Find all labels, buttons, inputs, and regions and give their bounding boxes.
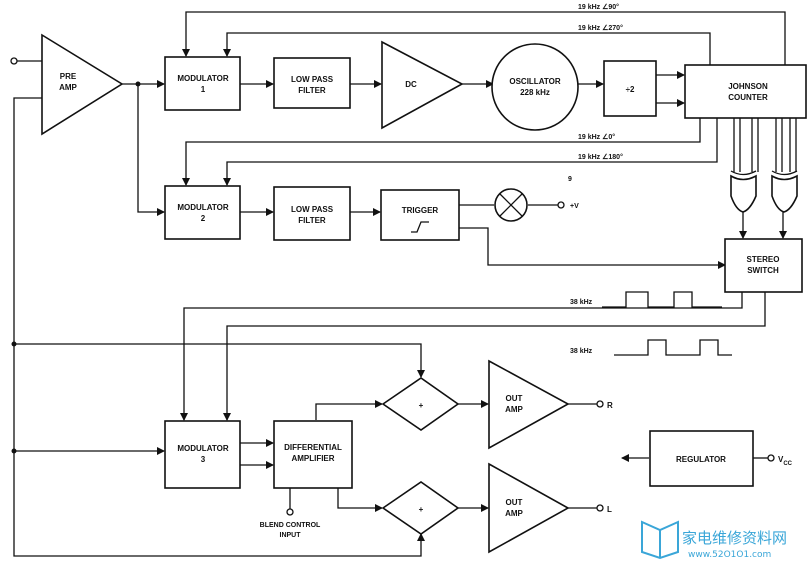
modulator-3-label-1: MODULATOR [177, 444, 228, 453]
summer-l-label: + [419, 505, 424, 514]
stereo-switch-block [724, 238, 803, 293]
watermark-url: www.52O1O1.com [688, 550, 771, 560]
blend-label-2: INPUT [280, 532, 302, 539]
johnson-counter-block [684, 64, 807, 119]
modulator-3-label-2: 3 [201, 455, 206, 464]
modulator-1-block [164, 56, 241, 111]
watermark [641, 520, 679, 560]
lpf-1-label-2: FILTER [298, 86, 326, 95]
low-pass-filter-2-block [273, 186, 351, 241]
oscillator-label-2: 228 kHz [520, 88, 550, 97]
preamp-triangle [41, 33, 124, 136]
diff-amp-label-1: DIFFERENTIAL [284, 443, 342, 452]
regulator-block [649, 430, 754, 487]
trigger-block [380, 189, 460, 241]
divider-label: ÷2 [626, 85, 635, 94]
modulator-1-label-1: MODULATOR [177, 74, 228, 83]
dc-amp-triangle [381, 40, 464, 130]
freq-19khz-90-label: 19 kHz ∠90° [578, 3, 619, 11]
preamp-label-1: PRE [60, 72, 77, 81]
freq-19khz-0-label: 19 kHz ∠0° [578, 133, 615, 141]
oscillator-circle [491, 43, 579, 131]
plus-v-label: +V [570, 203, 579, 210]
signal-wires [10, 11, 797, 557]
output-l-label: L [607, 505, 612, 514]
divider-block [603, 60, 657, 117]
vcc-label: VCC [778, 455, 793, 467]
modulator-2-label-1: MODULATOR [177, 203, 228, 212]
lpf-2-label-2: FILTER [298, 216, 326, 225]
out-amp-l-label-2: AMP [505, 509, 523, 518]
indicator-lamp-icon [494, 188, 528, 222]
summer-r-label: + [419, 401, 424, 410]
diff-amp-label-2: AMPLIFIER [291, 454, 334, 463]
lpf-2-label-1: LOW PASS [291, 205, 334, 214]
modulator-2-block [164, 185, 241, 240]
johnson-label-1: JOHNSON [728, 82, 768, 91]
stereo-switch-label-2: SWITCH [747, 266, 779, 275]
xor-gate-2-icon [771, 170, 798, 213]
johnson-label-2: COUNTER [728, 93, 768, 102]
differential-amplifier-block [273, 420, 353, 489]
out-amp-r-label-1: OUT [506, 394, 523, 403]
modulator-2-label-2: 2 [201, 214, 206, 223]
low-pass-filter-1-block [273, 57, 351, 109]
pin-9-label: 9 [568, 176, 572, 183]
freq-38khz-a-label: 38 kHz [570, 299, 593, 306]
freq-38khz-b-label: 38 kHz [570, 348, 593, 355]
hysteresis-icon [411, 221, 429, 233]
modulator-3-block [164, 420, 241, 489]
xor-gate-1-icon [730, 170, 757, 213]
stereo-switch-label-1: STEREO [747, 255, 780, 264]
lpf-1-label-1: LOW PASS [291, 75, 334, 84]
freq-19khz-180-label: 19 kHz ∠180° [578, 153, 623, 161]
summer-r-diamond [381, 377, 460, 431]
summer-l-diamond [381, 481, 460, 535]
trigger-label: TRIGGER [402, 206, 439, 215]
out-amp-l-label-1: OUT [506, 498, 523, 507]
modulator-1-label-2: 1 [201, 85, 206, 94]
blend-label-1: BLEND CONTROL [260, 522, 321, 529]
freq-19khz-270-label: 19 kHz ∠270° [578, 24, 623, 32]
watermark-text: 家电维修资料网 [682, 529, 787, 547]
out-amp-r-label-2: AMP [505, 405, 523, 414]
dc-label: DC [405, 80, 417, 89]
out-amp-r-triangle [488, 359, 570, 450]
regulator-label: REGULATOR [676, 455, 726, 464]
output-r-label: R [607, 401, 613, 410]
preamp-label-2: AMP [59, 83, 77, 92]
out-amp-l-triangle [488, 462, 570, 554]
oscillator-label-1: OSCILLATOR [509, 77, 560, 86]
